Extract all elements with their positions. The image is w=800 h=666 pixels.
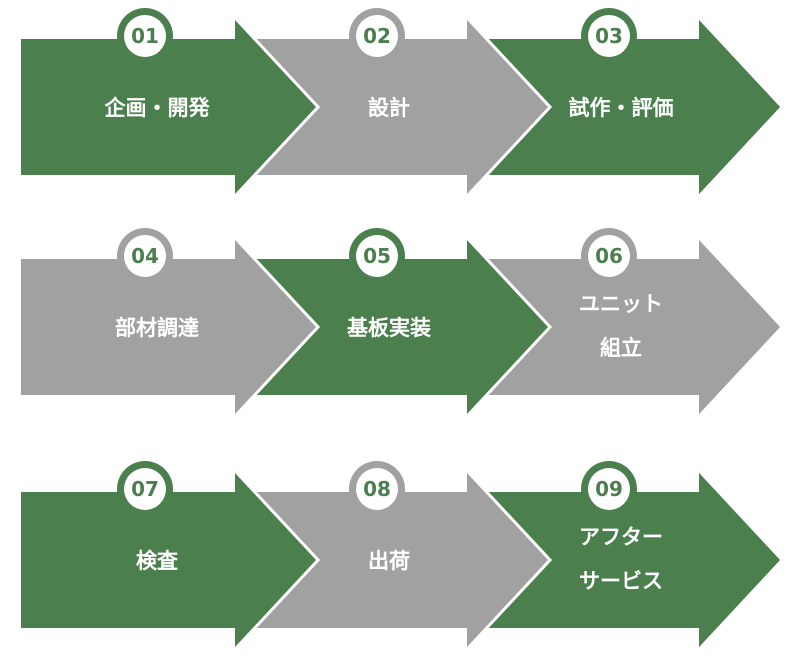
step-label: サービス <box>579 569 663 593</box>
badge-circle <box>124 235 166 277</box>
badge-circle <box>588 468 630 510</box>
badge-circle <box>588 15 630 57</box>
step-number: 03 <box>595 24 623 48</box>
step-label: 基板実装 <box>347 316 431 340</box>
step-label: 検査 <box>136 549 178 573</box>
step-label: ユニット <box>579 292 663 316</box>
arrow-fill <box>21 240 316 414</box>
step-number: 09 <box>595 477 623 501</box>
process-step: 08 出荷 <box>250 461 553 655</box>
step-label: 組立 <box>600 336 642 360</box>
arrow-fill <box>21 473 316 647</box>
step-label: 試作・評価 <box>569 96 674 120</box>
step-label: アフター <box>579 525 663 549</box>
process-step: 07 検査 <box>18 461 321 655</box>
step-number: 02 <box>363 24 391 48</box>
step-number: 06 <box>595 244 623 268</box>
badge-circle <box>588 235 630 277</box>
badge-circle <box>124 15 166 57</box>
process-step: 04 部材調達 <box>18 228 321 422</box>
process-step: 02 設計 <box>250 8 553 202</box>
step-number: 04 <box>131 244 159 268</box>
badge-circle <box>356 468 398 510</box>
process-step: 05 基板実装 <box>250 228 553 422</box>
step-label: 設計 <box>368 96 410 120</box>
step-label: 部材調達 <box>115 316 199 340</box>
arrow-fill <box>485 240 780 414</box>
step-number: 08 <box>363 477 391 501</box>
step-number: 05 <box>363 244 391 268</box>
arrow-fill <box>485 20 780 194</box>
step-number: 01 <box>131 24 159 48</box>
arrow-fill <box>253 473 548 647</box>
arrow-fill <box>21 20 316 194</box>
process-step: 01 企画・開発 <box>18 8 321 202</box>
arrow-fill <box>485 473 780 647</box>
arrow-fill <box>253 240 548 414</box>
arrow-fill <box>253 20 548 194</box>
badge-circle <box>124 468 166 510</box>
step-label: 出荷 <box>368 549 410 573</box>
step-number: 07 <box>131 477 159 501</box>
badge-circle <box>356 15 398 57</box>
badge-circle <box>356 235 398 277</box>
process-step: 03 試作・評価 <box>485 8 780 194</box>
step-label: 企画・開発 <box>104 96 211 120</box>
